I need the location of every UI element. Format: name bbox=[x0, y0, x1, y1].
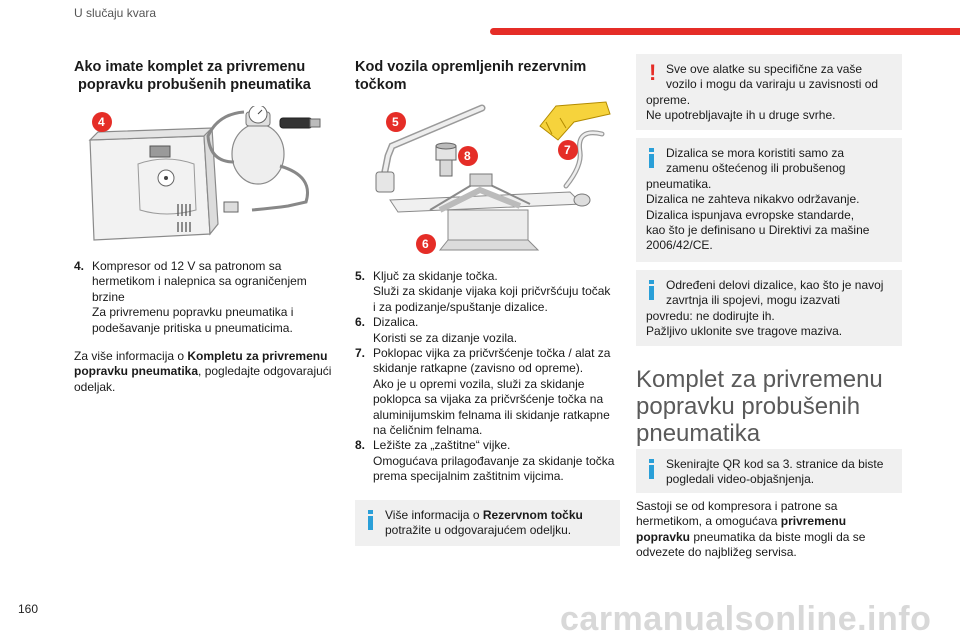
text-run: Za više informacija o bbox=[74, 349, 188, 363]
text-line: Skenirajte QR kod sa 3. stranice da bist… bbox=[666, 457, 884, 471]
kit-description-paragraph: Sastoji se od kompresora i patrone sa he… bbox=[636, 499, 902, 561]
text-line: pneumatika. bbox=[646, 176, 712, 191]
text-run-bold: Kompletu za privremenu bbox=[187, 349, 328, 363]
callout-badge bbox=[458, 146, 478, 166]
item-line: podešavanje pritiska u pneumaticima. bbox=[92, 320, 293, 335]
text-line: pogledali video-objašnjenja. bbox=[666, 472, 815, 487]
text-run: pneumatika da biste mogli da se bbox=[690, 529, 866, 544]
info-icon bbox=[649, 459, 654, 479]
title-line: pneumatika bbox=[636, 420, 761, 447]
text-line: vozilo i mogu da variraju u zavisnosti o… bbox=[666, 77, 879, 92]
section-heading-spare-wheel: Kod vozila opremljenih rezervnim točkom bbox=[355, 58, 620, 94]
text-run-bold: privremenu bbox=[780, 514, 847, 529]
section-heading-compressor: Ako imate komplet za privremenu popravku… bbox=[74, 58, 342, 94]
text-line: odvezete do najbližeg servisa. bbox=[636, 545, 797, 560]
item-line: Ležište za „zaštitne“ vijke. bbox=[373, 438, 511, 453]
text-run-bold: popravku pneumatika bbox=[74, 364, 199, 379]
info-icon bbox=[649, 148, 654, 168]
heading-line: Kod vozila opremljenih rezervnim bbox=[355, 59, 587, 75]
text-line: zavrtnja ili spojevi, mogu izazvati bbox=[666, 293, 841, 308]
item-line: Kompresor od 12 V sa patronom sa bbox=[92, 259, 282, 273]
text-line: Dizalica ne zahteva nikakvo održavanje. bbox=[646, 192, 860, 207]
text-line: Ne upotrebljavajte ih u druge svrhe. bbox=[646, 108, 836, 123]
info-icon bbox=[649, 280, 654, 300]
info-box-spare-wheel: Više informacija o Rezervnom točku potra… bbox=[355, 500, 620, 546]
item-line: Poklopac vijka za pričvršćenje točka / a… bbox=[373, 346, 611, 361]
item-line: na čeličnim felnama. bbox=[373, 423, 483, 438]
item-line: hermetikom i nalepnica sa ograničenjem bbox=[92, 274, 307, 289]
list-item-locking-bolt-socket: 8. Ležište za „zaštitne“ vijke. Omogućav… bbox=[355, 438, 620, 484]
item-line: aluminijumskim felnama ili skidanje ratk… bbox=[373, 407, 610, 422]
text-line: potražite u odgovarajućem odeljku. bbox=[385, 523, 572, 538]
watermark-text: carmanualsonline.info bbox=[560, 600, 932, 638]
callout-badge-label: 4 bbox=[98, 115, 105, 129]
callout-badge-label: 5 bbox=[392, 115, 399, 129]
heading-line: Ako imate komplet za privremenu bbox=[74, 59, 306, 75]
more-info-paragraph: Za više informacija o Kompletu za privre… bbox=[74, 349, 342, 395]
item-line: poklopca sa vijaka za pričvršćenje točka… bbox=[373, 392, 604, 407]
info-box-qr-video: Skenirajte QR kod sa 3. stranice da bist… bbox=[636, 449, 902, 493]
item-line: skidanje ratkapne (zavisno od opreme). bbox=[373, 361, 584, 376]
item-line: Dizalica. bbox=[373, 315, 419, 330]
text-line: Dizalica ispunjava evropske standarde, bbox=[646, 207, 855, 222]
heading-line: popravku probušenih pneumatika bbox=[78, 77, 311, 93]
text-run: Više informacija o bbox=[385, 508, 483, 522]
text-run: , pogledajte odgovarajući bbox=[198, 364, 332, 379]
title-line: popravku probušenih bbox=[636, 393, 861, 420]
item-line: Za privremenu popravku pneumatika i bbox=[92, 305, 294, 320]
item-number: 8. bbox=[355, 438, 366, 453]
info-icon bbox=[368, 510, 373, 530]
item-line: Ako je u opremi vozila, služi za skidanj… bbox=[373, 376, 585, 391]
item-number: 5. bbox=[355, 269, 366, 283]
item-number: 7. bbox=[355, 346, 366, 361]
list-item-jack: 6. Dizalica. Koristi se za dizanje vozil… bbox=[355, 315, 620, 346]
text-run-bold: popravku bbox=[636, 529, 691, 544]
text-line: povredu: ne dodirujte ih. bbox=[646, 308, 775, 323]
warning-exclamation-icon: ! bbox=[649, 60, 657, 85]
text-line: odeljak. bbox=[74, 379, 116, 394]
info-box-jack: Dizalica se mora koristiti samo za zamen… bbox=[636, 138, 902, 262]
item-number: 4. bbox=[74, 259, 85, 273]
compressor-illustration: 4 bbox=[88, 106, 321, 241]
text-line: Dizalica se mora koristiti samo za bbox=[666, 146, 845, 160]
item-line: Služi za skidanje vijaka koji pričvršćuj… bbox=[373, 284, 611, 299]
info-box-jack-parts: Određeni delovi dizalice, kao što je nav… bbox=[636, 270, 902, 346]
item-line: Ključ za skidanje točka. bbox=[373, 269, 498, 283]
callout-badge bbox=[416, 234, 436, 254]
title-line: Komplet za privremenu bbox=[636, 366, 883, 393]
tool-list: 5. Ključ za skidanje točka. Služi za ski… bbox=[355, 269, 620, 485]
text-run: hermetikom, a omogućava bbox=[636, 514, 781, 529]
item-line: i za podizanje/spuštanje dizalice. bbox=[373, 299, 548, 314]
text-line: zamenu oštećenog ili probušenog bbox=[666, 161, 846, 176]
text-line: 2006/42/CE. bbox=[646, 238, 713, 253]
callout-badge-label: 8 bbox=[464, 149, 471, 163]
header-accent-bar bbox=[490, 28, 960, 35]
item-line: prema specijalnim zaštitnim vijcima. bbox=[373, 469, 564, 484]
text-line: opreme. bbox=[646, 92, 691, 107]
text-run-bold: Rezervnom točku bbox=[482, 508, 583, 522]
tool-kit-illustration: 5 6 7 8 bbox=[375, 101, 611, 254]
chapter-title: Komplet za privremenu popravku probušeni… bbox=[636, 366, 902, 447]
item-line: Koristi se za dizanje vozila. bbox=[373, 330, 518, 345]
callout-badge bbox=[558, 140, 578, 160]
callout-badge-label: 7 bbox=[564, 143, 571, 157]
header-title: U slučaju kvara bbox=[74, 6, 157, 20]
callout-badge bbox=[386, 112, 406, 132]
list-item-compressor: 4. Kompresor od 12 V sa patronom sa herm… bbox=[74, 259, 342, 336]
text-line: Sastoji se od kompresora i patrone sa bbox=[636, 499, 838, 513]
page-number: 160 bbox=[18, 602, 39, 616]
list-item-hubcap-tool: 7. Poklopac vijka za pričvršćenje točka … bbox=[355, 346, 620, 438]
item-line: Omogućava prilagođavanje za skidanje toč… bbox=[373, 453, 615, 468]
callout-badge bbox=[92, 112, 112, 132]
text-line: Određeni delovi dizalice, kao što je nav… bbox=[666, 278, 884, 292]
warning-box-tools: ! Sve ove alatke su specifične za vaše v… bbox=[636, 54, 902, 130]
item-line: brzine bbox=[92, 289, 125, 304]
callout-badge-label: 6 bbox=[422, 237, 429, 251]
heading-line: točkom bbox=[355, 77, 407, 93]
text-line: Sve ove alatke su specifične za vaše bbox=[666, 62, 863, 76]
list-item-wrench: 5. Ključ za skidanje točka. Služi za ski… bbox=[355, 269, 620, 315]
text-line: Pažljivo uklonite sve tragove maziva. bbox=[646, 324, 843, 339]
text-line: kao što je definisano u Direktivi za maš… bbox=[646, 223, 870, 238]
item-number: 6. bbox=[355, 315, 366, 330]
